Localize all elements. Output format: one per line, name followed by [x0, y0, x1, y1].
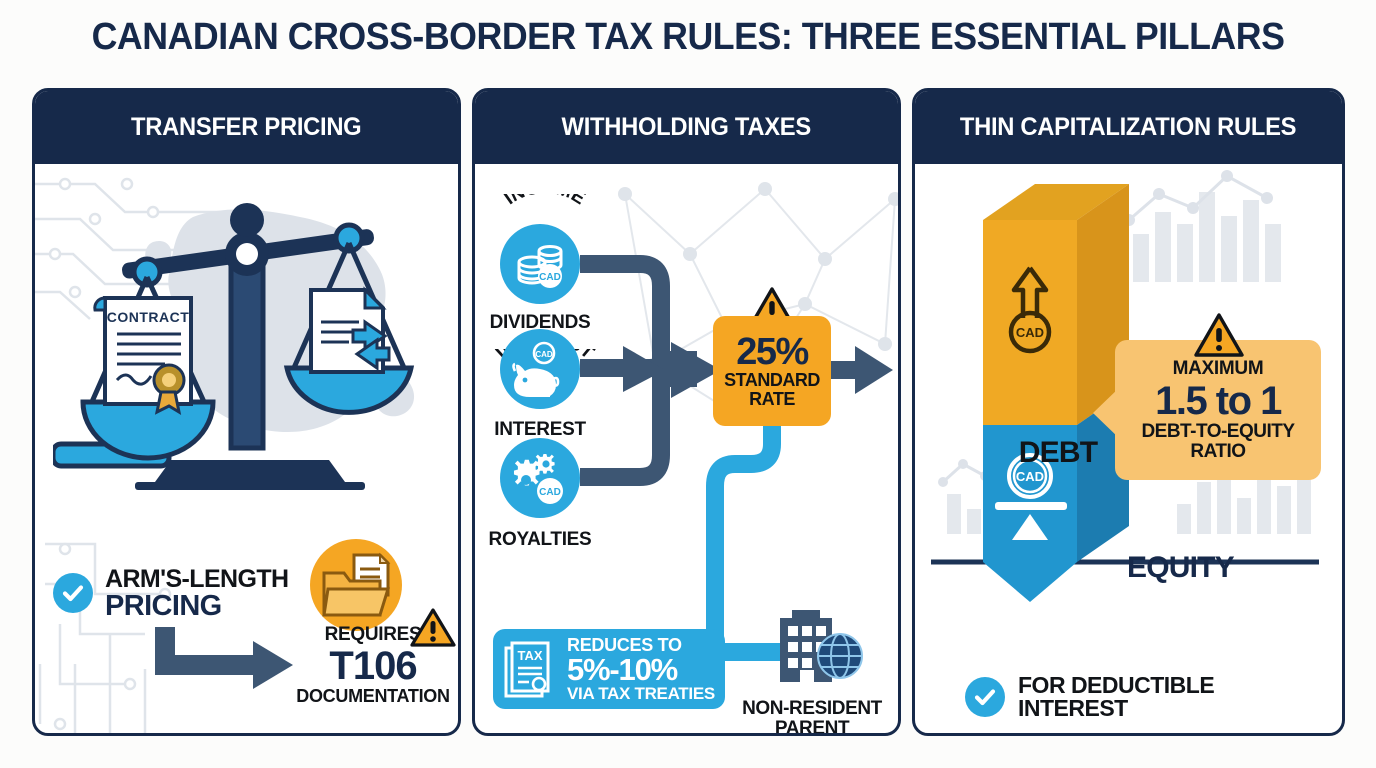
warning-triangle-icon — [410, 607, 456, 654]
interest-label: INTEREST — [494, 419, 586, 440]
debt-to-equity-callout: MAXIMUM 1.5 to 1 DEBT-TO-EQUITY RATIO — [1115, 340, 1321, 480]
panel-3-body: CAD CAD DEBT EQUITY MAXIMUM 1.5 to 1 DEB… — [915, 164, 1342, 733]
folder-document-icon — [310, 539, 402, 636]
balance-scale-illustration: CONTRACT — [50, 182, 448, 512]
panel-3-header: THIN CAPITALIZATION RULES — [915, 91, 1342, 164]
t106-form-label: T106 — [329, 644, 417, 688]
check-circle-icon — [53, 573, 93, 614]
panel-2-body: INCOME CAD DIV — [475, 164, 898, 733]
tax-document-icon: TAX — [504, 641, 550, 698]
treaty-line3: VIA TAX TREATIES — [567, 684, 715, 703]
gears-cad-icon: CAD — [500, 438, 580, 518]
piggy-bank-cad-icon: CAD — [500, 329, 580, 409]
arms-length-pricing-checkpoint: ARM'S-LENGTH PRICING — [53, 565, 289, 622]
callout-pointer — [1093, 386, 1121, 440]
warning-triangle-icon — [1193, 312, 1245, 364]
callout-ratio-label-b: RATIO — [1190, 441, 1246, 462]
dividends-label: DIVIDENDS — [489, 312, 591, 333]
arms-length-label: ARM'S-LENGTH — [105, 565, 289, 593]
requires-label: REQUIRES — [324, 624, 422, 645]
treaty-rate: 5%-10% — [567, 652, 678, 687]
contract-document-icon: CONTRACT — [93, 296, 193, 416]
svg-text:CAD: CAD — [1016, 325, 1044, 340]
deductible-interest-checkpoint: FOR DEDUCTIBLE INTEREST — [965, 672, 1215, 722]
svg-text:CAD: CAD — [539, 272, 561, 283]
panel-2-header: WITHHOLDING TAXES — [475, 91, 898, 164]
coins-stack-cad-icon: CAD — [500, 224, 580, 304]
debt-equity-bar: CAD CAD — [983, 184, 1153, 607]
tax-treaty-box: TAX REDUCES TO 5%-10% VIA TAX TREATIES — [493, 629, 725, 709]
page-title: CANADIAN CROSS-BORDER TAX RULES: THREE E… — [91, 16, 1285, 58]
panel-withholding-taxes: WITHHOLDING TAXES — [472, 88, 901, 736]
callout-ratio-label-a: DEBT-TO-EQUITY — [1141, 421, 1295, 443]
panel-1-bottom-block: ARM'S-LENGTH PRICING — [35, 519, 458, 733]
equity-label: EQUITY — [1127, 551, 1235, 584]
parent-line1: NON-RESIDENT — [742, 698, 882, 719]
svg-text:TAX: TAX — [517, 648, 542, 663]
standard-rate-badge: 25% STANDARD RATE — [713, 316, 831, 426]
panel-3-title: THIN CAPITALIZATION RULES — [960, 113, 1297, 141]
callout-ratio-value: 1.5 to 1 — [1155, 379, 1282, 424]
pricing-label: PRICING — [105, 589, 222, 622]
panel-1-title: TRANSFER PRICING — [131, 113, 362, 141]
check-circle-icon — [965, 677, 1005, 718]
documentation-label: DOCUMENTATION — [296, 686, 450, 706]
svg-text:CONTRACT: CONTRACT — [107, 309, 190, 325]
svg-text:CAD: CAD — [535, 350, 553, 359]
rate-line2: RATE — [749, 389, 795, 409]
panel-1-header: TRANSFER PRICING — [35, 91, 458, 164]
treaty-line1: REDUCES TO — [567, 635, 682, 655]
deductible-line2: INTEREST — [1018, 695, 1128, 722]
rate-percent: 25% — [736, 331, 809, 374]
panel-thin-capitalization: THIN CAPITALIZATION RULES — [912, 88, 1345, 736]
svg-text:CAD: CAD — [539, 487, 561, 498]
document-exchange-icon — [309, 286, 391, 374]
deductible-line1: FOR DEDUCTIBLE — [1018, 672, 1215, 698]
non-resident-parent-block: NON-RESIDENT PARENT — [737, 604, 887, 736]
office-building-globe-icon — [780, 610, 863, 682]
panel-2-title: WITHHOLDING TAXES — [561, 113, 812, 141]
svg-text:CAD: CAD — [1016, 469, 1044, 484]
parent-line2: PARENT — [774, 717, 850, 736]
panel-1-body: CONTRACT — [35, 164, 458, 733]
debt-label: DEBT — [1018, 436, 1098, 469]
t106-requirement-block: REQUIRES T106 DOCUMENTATION — [293, 624, 453, 707]
rate-line1: STANDARD — [724, 370, 820, 391]
svg-text:INCOME: INCOME — [500, 194, 588, 209]
panel-transfer-pricing: TRANSFER PRICING — [32, 88, 461, 736]
elbow-arrow-right-icon — [155, 627, 293, 689]
royalties-label: ROYALTIES — [488, 529, 592, 550]
callout-maximum-label: MAXIMUM — [1172, 358, 1264, 380]
